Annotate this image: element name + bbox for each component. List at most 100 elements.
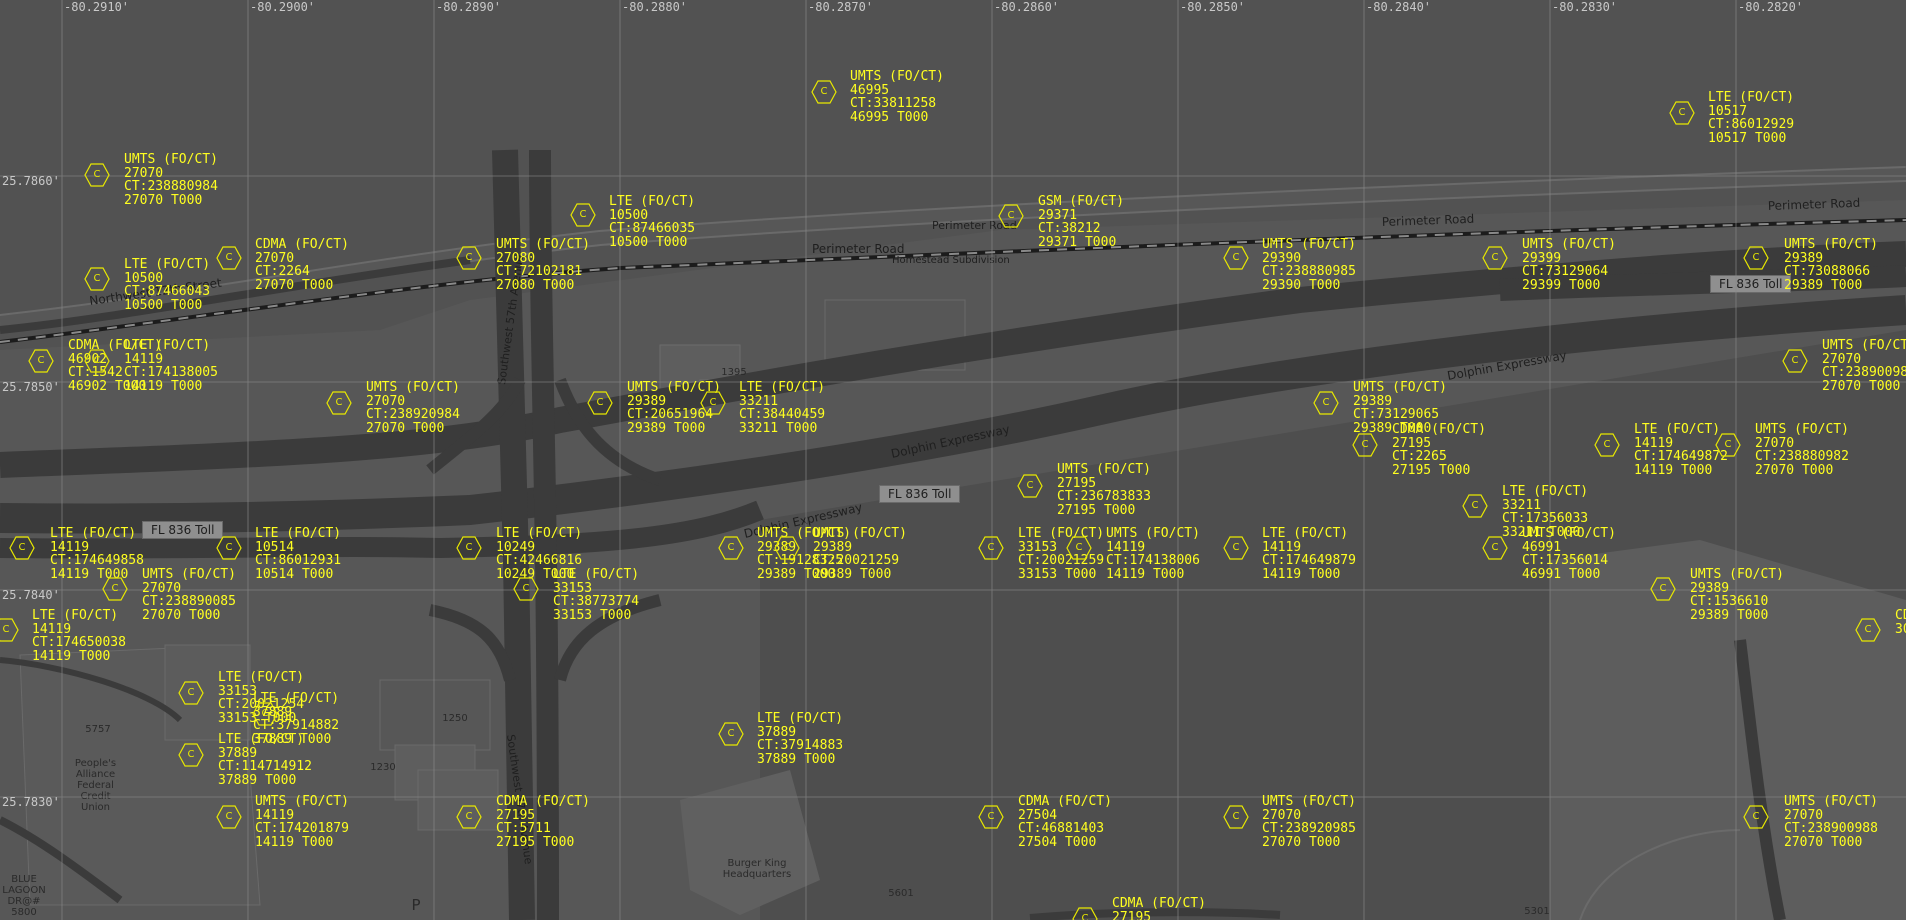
cell-detail-line: 33211 [739, 393, 779, 409]
cell-marker-icon[interactable]: C [1482, 246, 1508, 270]
cell-detail-line: 29371 T000 [1038, 234, 1117, 250]
cell-marker-icon[interactable]: C [1482, 536, 1508, 560]
cell-detail-line: CT:42466816 [496, 553, 583, 568]
poi-5757: 5757 [85, 724, 111, 735]
road-label-homestead: Homestead Subdivision [892, 255, 1010, 266]
cell-marker-icon[interactable]: C [513, 577, 539, 601]
cell-marker-icon[interactable]: C [84, 163, 110, 187]
cell-tech-type: LTE (FO/CT) [1262, 526, 1349, 541]
poi-1230: 1230 [370, 762, 396, 773]
cell-detail-line: CT:37914882 [253, 718, 340, 733]
cell-marker-icon[interactable]: C [216, 805, 242, 829]
cell-marker-icon[interactable]: C [1313, 391, 1339, 415]
lat-label: 25.7850' [2, 380, 60, 394]
cell-marker-icon[interactable]: C [700, 391, 726, 415]
cell-marker-icon[interactable]: C [998, 204, 1024, 228]
cell-detail-line: 27070 [1262, 807, 1302, 823]
cell-marker-icon[interactable]: C [1223, 246, 1249, 270]
cell-detail-line: 37889 T000 [218, 772, 297, 788]
cell-marker-icon[interactable]: C [9, 536, 35, 560]
cell-marker-icon[interactable]: C [102, 577, 128, 601]
cell-marker-icon[interactable]: C [1650, 577, 1676, 601]
cell-marker-icon[interactable]: C [1462, 494, 1488, 518]
cell-marker-icon[interactable]: C [1066, 536, 1092, 560]
cell-marker-icon[interactable]: C [774, 536, 800, 560]
cell-detail-line: 33153 [1018, 539, 1058, 555]
cell-marker-icon[interactable]: C [178, 681, 204, 705]
cell-marker-icon[interactable]: C [811, 80, 837, 104]
lat-label: 25.7860' [2, 174, 60, 188]
cell-detail-line: 29389 [757, 539, 797, 555]
cell-marker-icon[interactable]: C [456, 536, 482, 560]
cell-marker-icon[interactable]: C [84, 267, 110, 291]
cell-detail-line: 27070 T000 [1822, 378, 1901, 394]
cell-detail-line: CT:86012929 [1708, 117, 1795, 132]
cell-detail-line: 27195 T000 [496, 834, 575, 850]
cell-detail-line: CT:38773774 [553, 594, 640, 609]
cell-detail-line: 33153 T000 [1018, 566, 1097, 582]
cell-marker-icon[interactable]: C [1743, 246, 1769, 270]
cell-marker-icon[interactable]: C [28, 349, 54, 373]
cell-detail-line: 27195 [1392, 435, 1432, 451]
cell-detail-line: 10500 T000 [124, 297, 203, 313]
cell-marker-icon[interactable]: C [978, 536, 1004, 560]
cell-detail-line: 29389 [1690, 580, 1730, 596]
cell-marker-icon[interactable]: C [1017, 474, 1043, 498]
cell-tech-type: UMTS (FO/CT) [1353, 380, 1447, 395]
cell-marker-icon[interactable]: C [978, 805, 1004, 829]
cell-detail-line: 10514 T000 [255, 566, 334, 582]
cell-marker-icon[interactable]: C [178, 743, 204, 767]
cell-tech-type: UMTS (FO/CT) [813, 526, 907, 541]
cell-marker-icon[interactable]: C [1072, 907, 1098, 920]
cell-marker-icon[interactable]: C [456, 805, 482, 829]
cell-detail-line: CT:20021254 [218, 697, 305, 712]
cell-marker-icon[interactable]: C [216, 536, 242, 560]
cell-tech-type: UMTS (FO/CT) [1690, 567, 1784, 582]
cell-detail-line: CT:20651964 [627, 407, 714, 422]
cell-marker-icon[interactable]: C [1782, 349, 1808, 373]
cell-tech-type: UMTS (FO/CT) [1057, 462, 1151, 477]
cell-detail-line: 29399 [1522, 250, 1562, 266]
cell-marker-icon[interactable]: C [456, 246, 482, 270]
cell-marker-icon[interactable]: C [1743, 805, 1769, 829]
cell-marker-icon[interactable]: C [570, 203, 596, 227]
cell-marker-icon[interactable]: C [1223, 805, 1249, 829]
lon-label: -80.2850' [1180, 0, 1246, 14]
cell-marker-icon[interactable]: C [1352, 433, 1378, 457]
cell-marker-icon[interactable]: C [1594, 433, 1620, 457]
cell-detail-line: CT:174138005 [124, 365, 218, 380]
cell-marker-icon[interactable]: C [1855, 618, 1881, 642]
cell-detail-line: 37889 T000 [253, 731, 332, 747]
cell-detail-line: 33211 [1502, 497, 1542, 513]
cell-detail-line: 27195 [1112, 909, 1152, 920]
cell-tech-type: LTE (FO/CT) [32, 608, 119, 623]
cell-marker-icon[interactable]: C [84, 349, 110, 373]
cell-marker-icon[interactable]: C [252, 702, 278, 726]
cell-tech-type: UMTS (FO/CT) [850, 69, 944, 84]
cell-detail-line: 27080 [496, 250, 536, 266]
cell-detail-line: CT:5711 [496, 821, 551, 836]
cell-marker-icon[interactable]: C [718, 536, 744, 560]
cell-marker-icon[interactable]: C [216, 246, 242, 270]
lon-label: -80.2910' [64, 0, 130, 14]
cell-tech-type: UMTS (FO/CT) [1822, 338, 1906, 353]
cell-tech-type: UMTS (FO/CT) [366, 380, 460, 395]
cell-marker-icon[interactable]: C [0, 618, 19, 642]
cell-detail-line: CT:20021259 [1018, 553, 1105, 568]
cell-marker-icon[interactable]: C [326, 391, 352, 415]
cell-marker-icon[interactable]: C [1223, 536, 1249, 560]
cell-marker-icon[interactable]: C [718, 722, 744, 746]
cell-detail-line: 46995 [850, 82, 890, 98]
cell-detail-line: CT:87466043 [124, 284, 211, 299]
cell-marker-icon[interactable]: C [1669, 101, 1695, 125]
cell-marker-icon[interactable]: C [1715, 433, 1741, 457]
cell-marker-icon[interactable]: C [587, 391, 613, 415]
